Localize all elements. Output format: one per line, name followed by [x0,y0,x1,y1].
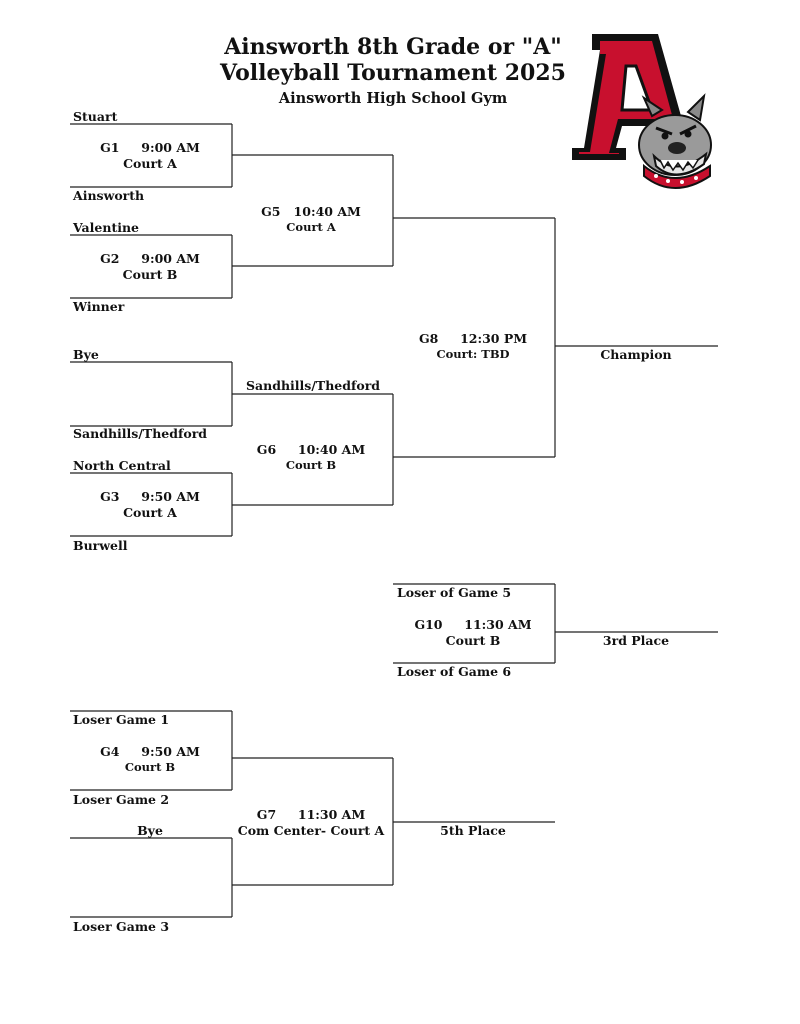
game-g8-court: Court: TBD [436,347,510,361]
game-g4-court: Court B [124,760,176,774]
team-ainsworth: Ainsworth [73,188,145,203]
team-bye-top: Bye [73,347,99,362]
page-title-line1: Ainsworth 8th Grade or "A" [224,34,562,60]
team-loser-g1: Loser Game 1 [73,712,170,727]
bulldog-letter-a-icon [572,34,712,189]
game-g1-court: Court A [123,156,177,171]
team-loser-g3: Loser Game 3 [73,919,170,934]
game-g7-court: Com Center- Court A [237,823,385,838]
team-north-central: North Central [73,458,171,473]
game-g10-time: G10 11:30 AM [414,617,532,632]
game-g10-court: Court B [445,633,501,648]
game-g3-time: G3 9:50 AM [100,489,200,504]
team-bye-bottom: Bye [137,823,163,838]
team-sandhills-r2: Sandhills/Thedford [246,378,381,393]
game-g6-time: G6 10:40 AM [256,442,366,457]
game-g3-court: Court A [123,505,177,520]
game-g2-court: Court B [122,267,178,282]
game-g2-time: G2 9:00 AM [100,251,200,266]
game-g5-time: G5 10:40 AM [261,204,361,219]
game-g4-time: G4 9:50 AM [100,744,200,759]
result-third-place: 3rd Place [602,633,670,648]
page-title-line2: Volleyball Tournament 2025 [220,60,566,86]
team-stuart: Stuart [73,109,118,124]
game-g8-time: G8 12:30 PM [418,331,528,346]
game-g7-time: G7 11:30 AM [256,807,366,822]
page-subtitle: Ainsworth High School Gym [278,90,508,107]
team-burwell: Burwell [73,538,128,553]
result-fifth-place: 5th Place [440,823,506,838]
game-g1-time: G1 9:00 AM [100,140,200,155]
bulldog-logo [570,30,720,190]
game-g6-court: Court B [285,458,337,472]
team-loser-g2: Loser Game 2 [73,792,170,807]
team-sandhills-r1: Sandhills/Thedford [73,426,208,441]
team-loser-g6: Loser of Game 6 [397,664,512,679]
game-g5-court: Court A [286,220,336,234]
team-loser-g5: Loser of Game 5 [397,585,512,600]
result-champion: Champion [600,347,672,362]
team-winner: Winner [73,299,125,314]
team-valentine: Valentine [73,220,140,235]
